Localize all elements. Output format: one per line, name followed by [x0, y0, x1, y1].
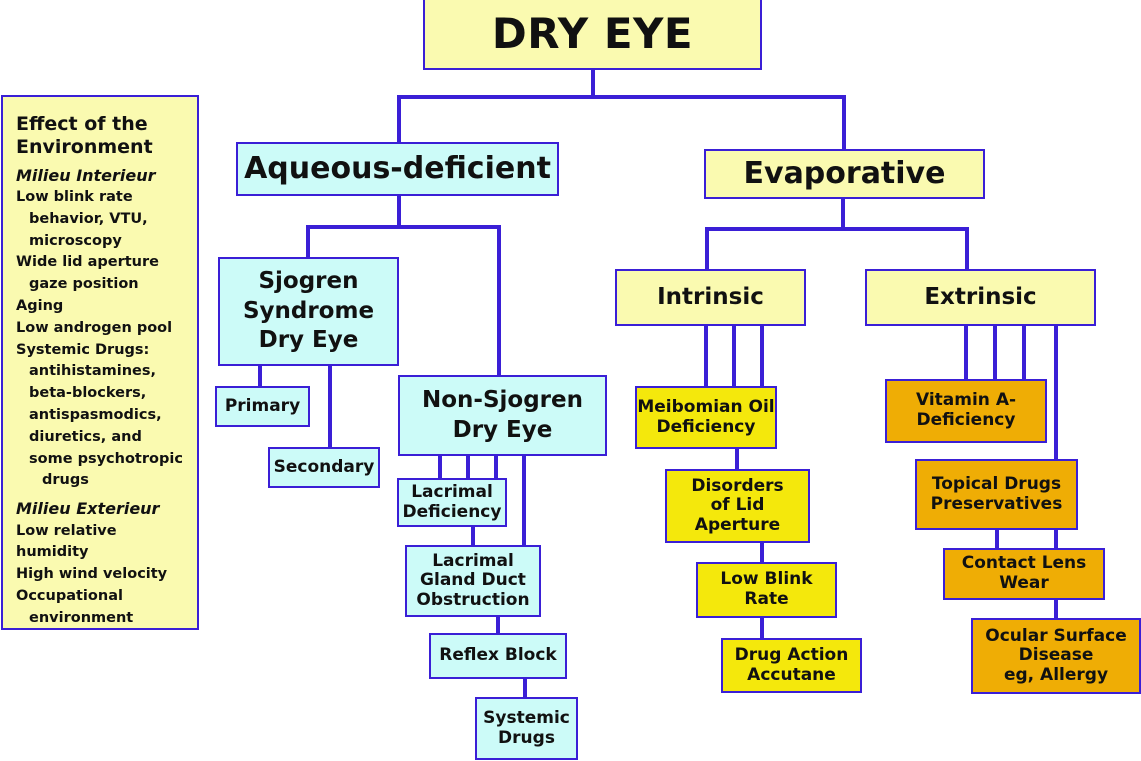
milieu-exterieur-list: Low relative humidity High wind velocity…: [16, 521, 191, 630]
milieu-interieur-list: Low blink rate behavior, VTU, microscopy…: [16, 187, 191, 492]
ocular-surface-disease-node: Ocular Surface Disease eg, Allergy: [971, 618, 1141, 694]
drug-action-accutane-node: Drug Action Accutane: [721, 638, 862, 693]
environment-heading: Effect of the Environment: [16, 113, 153, 158]
env-line: microscopy: [29, 232, 122, 249]
env-line: beta-blockers,: [29, 385, 147, 402]
env-line: some psychotropic: [29, 450, 183, 467]
extrinsic-node: Extrinsic: [865, 269, 1096, 326]
milieu-exterieur-heading: Milieu Exterieur: [16, 499, 160, 519]
env-line: Low blink rate: [16, 188, 133, 205]
disorders-of-lid-aperture-node: Disorders of Lid Aperture: [665, 469, 810, 543]
secondary-node: Secondary: [268, 447, 380, 488]
primary-node: Primary: [215, 386, 310, 427]
lacrimal-gland-duct-obstruction-node: Lacrimal Gland Duct Obstruction: [405, 545, 541, 617]
env-line: High wind velocity: [16, 566, 168, 583]
env-line: Occupational: [16, 587, 123, 604]
reflex-block-node: Reflex Block: [429, 633, 567, 679]
env-line: Wide lid aperture: [16, 254, 159, 271]
sjogren-syndrome-node: Sjogren Syndrome Dry Eye: [218, 257, 399, 366]
env-line: Low androgen pool: [16, 319, 173, 336]
env-line: behavior, VTU,: [29, 210, 148, 227]
env-line: Low relative humidity: [16, 522, 117, 561]
evaporative-node: Evaporative: [704, 149, 985, 199]
env-line: antispasmodics,: [29, 406, 162, 423]
env-line: environment: [29, 609, 134, 626]
topical-drugs-preservatives-node: Topical Drugs Preservatives: [915, 459, 1078, 530]
meibomian-oil-deficiency-node: Meibomian Oil Deficiency: [635, 386, 777, 449]
milieu-interieur-heading: Milieu Interieur: [16, 165, 156, 185]
vitamin-a-deficiency-node: Vitamin A- Deficiency: [885, 379, 1047, 443]
systemic-drugs-node: Systemic Drugs: [475, 697, 578, 760]
env-line: diuretics, and: [29, 428, 142, 445]
contact-lens-wear-node: Contact Lens Wear: [943, 548, 1105, 600]
intrinsic-node: Intrinsic: [615, 269, 806, 326]
lacrimal-deficiency-node: Lacrimal Deficiency: [397, 478, 507, 527]
env-line: gaze position: [29, 276, 139, 293]
env-line: antihistamines,: [29, 363, 157, 380]
environment-panel: Effect of the Environment Milieu Interie…: [1, 95, 199, 630]
low-blink-rate-node: Low Blink Rate: [696, 562, 837, 618]
dry-eye-title: DRY EYE: [423, 0, 762, 70]
non-sjogren-node: Non-Sjogren Dry Eye: [398, 375, 607, 456]
env-line: Systemic Drugs:: [16, 341, 150, 358]
aqueous-deficient-node: Aqueous-deficient: [236, 142, 559, 196]
env-line: Aging: [16, 297, 64, 314]
env-line: drugs: [42, 472, 89, 489]
